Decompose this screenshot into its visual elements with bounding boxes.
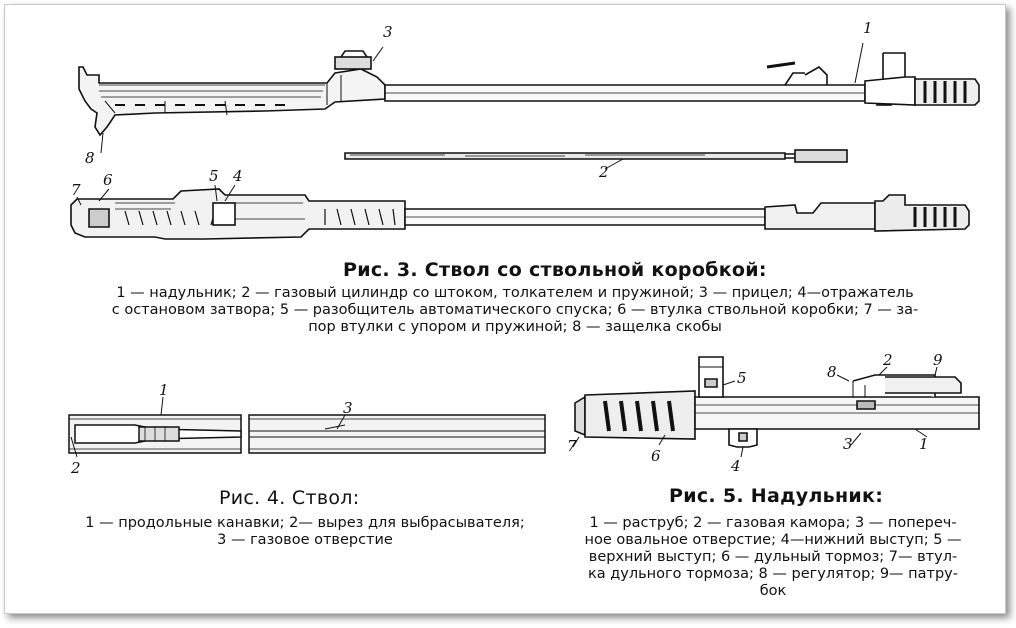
fig4-legend-line: 3 — газовое отверстие: [217, 532, 393, 548]
fig3-legend-line: пор втулки с упором и пружиной; 8 — заще…: [308, 319, 722, 335]
fig3-bottom-assembly: [70, 188, 970, 240]
figure3-drawing: [70, 42, 980, 240]
fig5-legend: 1 — раструб; 2 — газовая камора; 3 — поп…: [563, 515, 983, 600]
fig3-label-6: 6: [103, 171, 113, 189]
fig4-label-3: 3: [343, 399, 353, 417]
fig3-label-2: 2: [599, 163, 609, 181]
fig3-legend: 1 — надульник; 2 — газовый цилиндр со шт…: [65, 285, 965, 336]
fig5-legend-line: ка дульного тормоза; 8 — регулятор; 9— п…: [588, 566, 958, 582]
fig5-label-7: 7: [567, 437, 577, 455]
fig5-label-5: 5: [737, 369, 747, 387]
fig3-label-7: 7: [71, 181, 81, 199]
fig3-legend-line: с остановом затвора; 5 — разобщитель авт…: [111, 302, 919, 318]
fig3-label-8: 8: [85, 149, 95, 167]
fig5-label-8: 8: [827, 363, 837, 381]
fig5-legend-line: ное овальное отверстие; 4—нижний выступ;…: [584, 532, 962, 548]
fig3-caption-title: Рис. 3. Ствол со ствольной коробкой:: [343, 259, 767, 281]
fig5-label-2: 2: [883, 351, 893, 369]
fig5-label-3: 3: [843, 435, 853, 453]
fig5-label-4: 4: [731, 457, 741, 475]
fig3-legend-line: 1 — надульник; 2 — газовый цилиндр со шт…: [116, 285, 914, 301]
fig3-rod: [344, 149, 848, 163]
fig5-legend-line: 1 — раструб; 2 — газовая камора; 3 — поп…: [589, 515, 957, 531]
fig4-label-2: 2: [71, 459, 81, 477]
fig4-legend: 1 — продольные канавки; 2— вырез для выб…: [45, 515, 565, 549]
fig3-top-receiver: [78, 50, 386, 137]
fig4-legend-line: 1 — продольные канавки; 2— вырез для выб…: [85, 515, 525, 531]
fig4-caption-title: Рис. 4. Ствол:: [219, 487, 360, 509]
fig4-label-1: 1: [159, 381, 169, 399]
fig5-legend-line: верхний выступ; 6 — дульный тормоз; 7— в…: [588, 549, 958, 565]
fig3-top-barrel: [384, 52, 980, 106]
fig5-caption-title: Рис. 5. Надульник:: [669, 485, 884, 507]
fig5-label-6: 6: [651, 447, 661, 465]
fig5-label-1: 1: [919, 435, 929, 453]
document-page: 3 1 2 8 7 6 5 4 Рис. 3. Ствол со ствольн…: [4, 4, 1006, 614]
fig3-label-3: 3: [383, 23, 393, 41]
fig5-label-9: 9: [933, 351, 943, 369]
fig3-label-1: 1: [863, 19, 873, 37]
fig3-label-5: 5: [209, 167, 219, 185]
fig5-legend-line: бок: [759, 583, 787, 599]
fig3-leaders: [76, 42, 864, 206]
fig3-label-4: 4: [233, 167, 243, 185]
